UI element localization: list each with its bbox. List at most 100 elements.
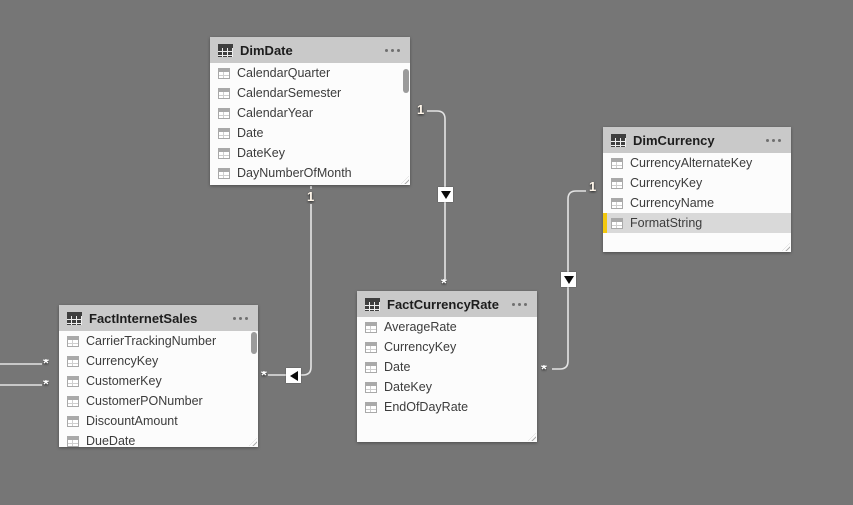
- field-icon: [365, 401, 377, 413]
- cardinality-many-label: *: [541, 365, 547, 375]
- table-title: FactInternetSales: [89, 310, 198, 326]
- field-list: CalendarQuarter CalendarSemester Calenda…: [210, 63, 410, 183]
- field-icon: [218, 87, 230, 99]
- filter-arrow-icon[interactable]: [286, 368, 301, 383]
- cardinality-one-label: 1: [415, 102, 427, 117]
- field-label: DayNumberOfMonth: [237, 166, 352, 180]
- resize-grip-icon[interactable]: [782, 243, 790, 251]
- table-card-factinternetsales[interactable]: FactInternetSales CarrierTrackingNumber …: [59, 305, 258, 447]
- field-list: AverageRate CurrencyKey Date DateKey End…: [357, 317, 537, 417]
- selection-bar: [603, 213, 607, 233]
- field-label: EndOfDayRate: [384, 400, 469, 414]
- field-row[interactable]: DueDate: [59, 431, 258, 447]
- field-row[interactable]: CustomerPONumber: [59, 391, 258, 411]
- more-options-icon[interactable]: [383, 47, 402, 54]
- field-icon: [67, 415, 79, 427]
- more-options-icon[interactable]: [231, 315, 250, 322]
- more-options-icon[interactable]: [510, 301, 529, 308]
- relationship-line-dimdate-factinternetsales[interactable]: [268, 186, 312, 376]
- field-row[interactable]: DateKey: [357, 377, 537, 397]
- field-label: CustomerPONumber: [86, 394, 203, 408]
- field-list: CurrencyAlternateKey CurrencyKey Currenc…: [603, 153, 791, 233]
- left-triangle-icon: [289, 370, 298, 381]
- table-icon: [67, 311, 82, 325]
- cardinality-many-label: *: [441, 279, 447, 289]
- field-row[interactable]: CalendarYear: [210, 103, 410, 123]
- field-label: CurrencyKey: [630, 176, 703, 190]
- field-icon: [218, 107, 230, 119]
- field-row[interactable]: DateKey: [210, 143, 410, 163]
- table-header[interactable]: DimCurrency: [603, 127, 791, 153]
- table-title: FactCurrencyRate: [387, 296, 499, 312]
- field-row[interactable]: EndOfDayRate: [357, 397, 537, 417]
- table-icon: [611, 133, 626, 147]
- field-icon: [67, 375, 79, 387]
- field-label: DueDate: [86, 434, 136, 447]
- field-label: DateKey: [237, 146, 285, 160]
- field-list: CarrierTrackingNumber CurrencyKey Custom…: [59, 331, 258, 447]
- table-icon: [218, 43, 233, 57]
- filter-arrow-icon[interactable]: [438, 187, 453, 202]
- field-row[interactable]: DayNumberOfMonth: [210, 163, 410, 183]
- field-icon: [67, 435, 79, 447]
- field-row[interactable]: CarrierTrackingNumber: [59, 331, 258, 351]
- field-row[interactable]: CalendarQuarter: [210, 63, 410, 83]
- table-card-dimcurrency[interactable]: DimCurrency CurrencyAlternateKey Currenc…: [603, 127, 791, 252]
- scrollbar-thumb[interactable]: [403, 69, 409, 93]
- resize-grip-icon[interactable]: [401, 176, 409, 184]
- field-row-selected[interactable]: FormatString: [603, 213, 791, 233]
- field-label: CalendarSemester: [237, 86, 342, 100]
- table-header[interactable]: FactCurrencyRate: [357, 291, 537, 317]
- field-label: CalendarYear: [237, 106, 313, 120]
- field-row[interactable]: CurrencyKey: [59, 351, 258, 371]
- table-header[interactable]: FactInternetSales: [59, 305, 258, 331]
- scrollbar-thumb[interactable]: [251, 332, 257, 354]
- field-icon: [365, 321, 377, 333]
- field-row[interactable]: CurrencyKey: [357, 337, 537, 357]
- field-label: CurrencyKey: [86, 354, 159, 368]
- cardinality-many-label: *: [43, 380, 49, 390]
- field-row[interactable]: CalendarSemester: [210, 83, 410, 103]
- table-card-factcurrencyrate[interactable]: FactCurrencyRate AverageRate CurrencyKey…: [357, 291, 537, 442]
- field-icon: [365, 381, 377, 393]
- field-row[interactable]: CurrencyName: [603, 193, 791, 213]
- relationship-line-dimdate-factcurrencyrate[interactable]: [427, 110, 446, 280]
- field-label: DateKey: [384, 380, 432, 394]
- field-icon: [67, 355, 79, 367]
- field-row[interactable]: Date: [357, 357, 537, 377]
- resize-grip-icon[interactable]: [249, 438, 257, 446]
- table-title: DimCurrency: [633, 132, 715, 148]
- field-label: Date: [384, 360, 411, 374]
- table-card-dimdate[interactable]: DimDate CalendarQuarter CalendarSemester…: [210, 37, 410, 185]
- cardinality-one-label: 1: [587, 179, 599, 194]
- field-icon: [611, 217, 623, 229]
- down-triangle-icon: [563, 275, 574, 284]
- field-icon: [218, 127, 230, 139]
- field-label: CalendarQuarter: [237, 66, 331, 80]
- field-icon: [67, 335, 79, 347]
- cardinality-one-label: 1: [305, 189, 317, 204]
- field-label: CurrencyKey: [384, 340, 457, 354]
- field-icon: [67, 395, 79, 407]
- resize-grip-icon[interactable]: [528, 433, 536, 441]
- more-options-icon[interactable]: [764, 137, 783, 144]
- field-row[interactable]: CurrencyKey: [603, 173, 791, 193]
- down-triangle-icon: [440, 190, 451, 199]
- field-row[interactable]: AverageRate: [357, 317, 537, 337]
- field-icon: [218, 147, 230, 159]
- field-label: CurrencyName: [630, 196, 715, 210]
- field-label: CustomerKey: [86, 374, 162, 388]
- table-header[interactable]: DimDate: [210, 37, 410, 63]
- field-label: CarrierTrackingNumber: [86, 334, 217, 348]
- field-icon: [611, 157, 623, 169]
- field-label: CurrencyAlternateKey: [630, 156, 753, 170]
- table-title: DimDate: [240, 42, 293, 58]
- field-row[interactable]: DiscountAmount: [59, 411, 258, 431]
- field-icon: [365, 341, 377, 353]
- field-row[interactable]: Date: [210, 123, 410, 143]
- field-row[interactable]: CurrencyAlternateKey: [603, 153, 791, 173]
- filter-arrow-icon[interactable]: [561, 272, 576, 287]
- table-icon: [365, 297, 380, 311]
- field-row[interactable]: CustomerKey: [59, 371, 258, 391]
